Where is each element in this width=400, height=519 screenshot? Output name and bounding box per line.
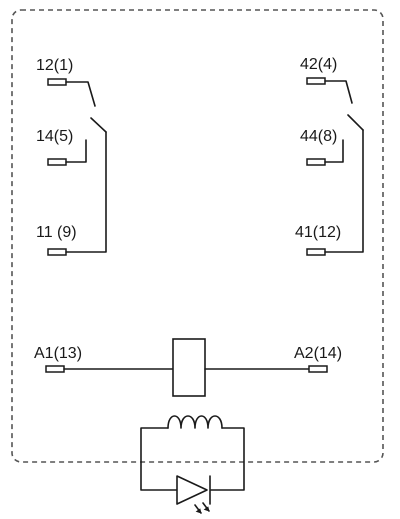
terminal-label-11: 11 (9) (36, 224, 77, 241)
terminal-label-44: 44(8) (300, 128, 337, 145)
terminal-41-wire (324, 129, 364, 253)
terminal-11-wire (65, 131, 107, 253)
terminal-label-14: 14(5) (36, 128, 73, 145)
enclosure-dashed-border (11, 9, 384, 463)
right-contact-set: 42(4) 44(8) 41(12) (295, 56, 364, 256)
terminal-label-42: 42(4) (300, 56, 337, 73)
terminal-41 (306, 248, 326, 256)
right-switch-blade (347, 114, 364, 131)
led-diode-icon (176, 475, 208, 505)
indicator-loop-wire-right (210, 427, 245, 491)
left-contact-set: 12(1) 14(5) 11 (9) (36, 57, 107, 256)
terminal-a1 (45, 365, 65, 373)
terminal-label-a1: A1(13) (34, 345, 82, 362)
terminal-44 (306, 158, 326, 166)
terminal-14-wire (65, 139, 87, 163)
indicator-loop-wire (140, 427, 178, 491)
terminal-11 (47, 248, 67, 256)
terminal-a2 (308, 365, 328, 373)
coil-circuit: A1(13) A2(14) (34, 338, 342, 397)
indicator-circuit (140, 415, 245, 514)
terminal-label-41: 41(12) (295, 224, 341, 241)
terminal-12 (47, 78, 67, 86)
left-switch-blade (90, 117, 107, 133)
inductor-icon (167, 415, 223, 429)
terminal-label-12: 12(1) (36, 57, 73, 74)
coil-icon (172, 338, 206, 397)
terminal-14 (47, 158, 67, 166)
terminal-12-wire (65, 81, 96, 107)
terminal-label-a2: A2(14) (294, 345, 342, 362)
terminal-42-wire (324, 80, 353, 104)
terminal-42 (306, 77, 326, 85)
terminal-44-wire (324, 139, 344, 163)
led-emission-arrows-icon (194, 502, 210, 514)
